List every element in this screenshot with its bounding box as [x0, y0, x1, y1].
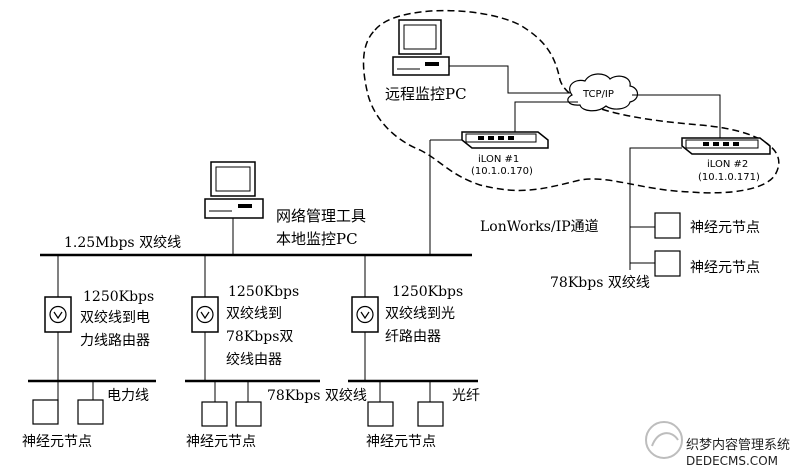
ilon1-ip: (10.1.0.170): [471, 166, 533, 177]
local-pc-icon: [204, 161, 264, 219]
router1-icon: [44, 296, 72, 333]
router3-label-line1: 1250Kbps: [392, 284, 463, 300]
watermark-logo: [645, 421, 683, 459]
router2-label-line3: 78Kbps双: [226, 329, 293, 345]
power-line-label: 电力线: [107, 388, 149, 404]
cloud-to-ilon1-link: [514, 101, 578, 132]
power-neuron-node-1: [32, 399, 59, 425]
lonworks-ip-label: LonWorks/IP通道: [480, 219, 599, 235]
tool-label-line1: 网络管理工具: [276, 207, 366, 225]
tool-label-line2: 本地监控PC: [276, 230, 358, 248]
router2-label-line1: 1250Kbps: [228, 284, 299, 300]
right-node1-label: 神经元节点: [690, 220, 760, 236]
remote-pc-icon: [392, 19, 450, 76]
cloud-to-ilon2-link: [632, 94, 721, 138]
power-nodes-label: 神经元节点: [22, 434, 92, 450]
router2-label-line2: 双绞线到: [226, 305, 282, 322]
remote-pc-label: 远程监控PC: [385, 85, 467, 103]
ilon1-name: iLON #1: [478, 154, 519, 165]
tp-neuron-node-2: [235, 401, 262, 427]
router2-label-line4: 绞线由器: [226, 351, 282, 368]
ilon1-device: [461, 131, 549, 149]
watermark-line2: DEDECMS.COM: [686, 454, 778, 468]
ilon2-name: iLON #2: [707, 159, 748, 170]
router1-label-line1: 1250Kbps: [83, 289, 154, 305]
fiber-label: 光纤: [452, 388, 480, 404]
router1-label-line3: 力线路由器: [80, 333, 150, 349]
right-neuron-node-1: [654, 212, 681, 239]
router1-label-line2: 双绞线到电: [80, 309, 150, 326]
right-neuron-node-2: [654, 250, 681, 277]
remote-pc-to-cloud-link: [449, 65, 570, 94]
router3-icon: [351, 296, 379, 333]
right-node2-label: 神经元节点: [690, 260, 760, 276]
tp-nodes-label: 神经元节点: [186, 434, 256, 450]
fiber-neuron-node-2: [417, 401, 444, 427]
fiber-neuron-node-1: [367, 401, 394, 427]
ilon2-device: [681, 137, 771, 155]
router3-label-line2: 双绞线到光: [385, 305, 455, 322]
twisted-pair-78k-label: 78Kbps 双绞线: [267, 387, 367, 404]
watermark-line1: 织梦内容管理系统: [686, 437, 790, 453]
tcpip-cloud-icon: [567, 73, 639, 112]
main-bus-label: 1.25Mbps 双绞线: [64, 234, 181, 251]
router3-label-line3: 纤路由器: [385, 329, 441, 345]
ilon2-78k-bus: [629, 147, 682, 270]
right-78k-bus-label: 78Kbps 双绞线: [550, 274, 650, 291]
fiber-nodes-label: 神经元节点: [366, 434, 436, 450]
tcpip-label: TCP/IP: [582, 89, 614, 100]
lonworks-ip-enclosure: [362, 9, 780, 194]
ilon2-ip: (10.1.0.171): [698, 172, 760, 183]
tp-neuron-node-1: [201, 401, 228, 427]
router2-icon: [191, 296, 219, 333]
power-neuron-node-2: [77, 399, 104, 425]
